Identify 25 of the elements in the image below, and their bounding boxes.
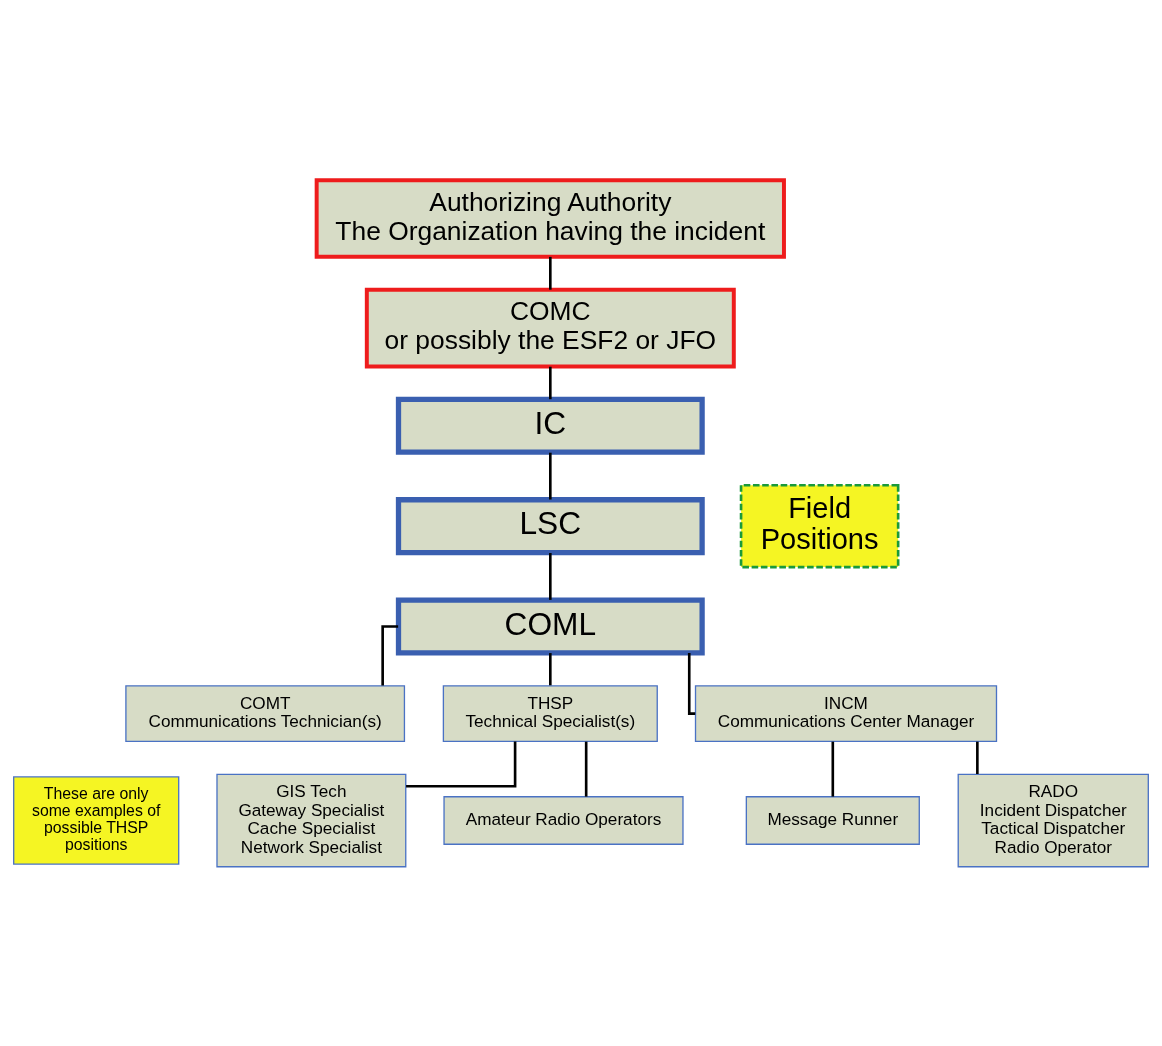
node-box: LSC — [395, 496, 705, 555]
node-box: These are only some examples of possible THSP positions — [13, 775, 180, 865]
connector — [549, 552, 552, 600]
node-box: THSP Technical Specialist(s) — [442, 684, 658, 742]
node-box: IC — [395, 396, 705, 455]
node-box: COMT Communications Technician(s) — [125, 684, 406, 742]
node-box: COML — [395, 596, 705, 655]
node-box: Authorizing Authority The Organization having the incident — [314, 177, 786, 259]
node-box: RADO Incident Dispatcher Tactical Dispatcher Radio Operator — [957, 773, 1149, 867]
node-box: Field Positions — [739, 483, 900, 568]
node-box: GIS Tech Gateway Specialist Cache Specialist Network Specialist — [216, 773, 407, 867]
connector — [549, 256, 552, 290]
node-box: COMC or possibly the ESF2 or JFO — [364, 287, 736, 368]
connector — [976, 741, 979, 774]
node-box: Amateur Radio Operators — [443, 795, 684, 845]
connector — [584, 741, 588, 797]
node-box: INCM Communications Center Manager — [694, 684, 998, 742]
connector — [549, 452, 552, 500]
connector — [549, 366, 552, 399]
connector — [549, 652, 552, 685]
connector — [381, 624, 399, 686]
connector — [687, 652, 696, 715]
node-box: Message Runner — [745, 795, 920, 845]
connector — [406, 740, 517, 788]
connector — [831, 741, 835, 797]
